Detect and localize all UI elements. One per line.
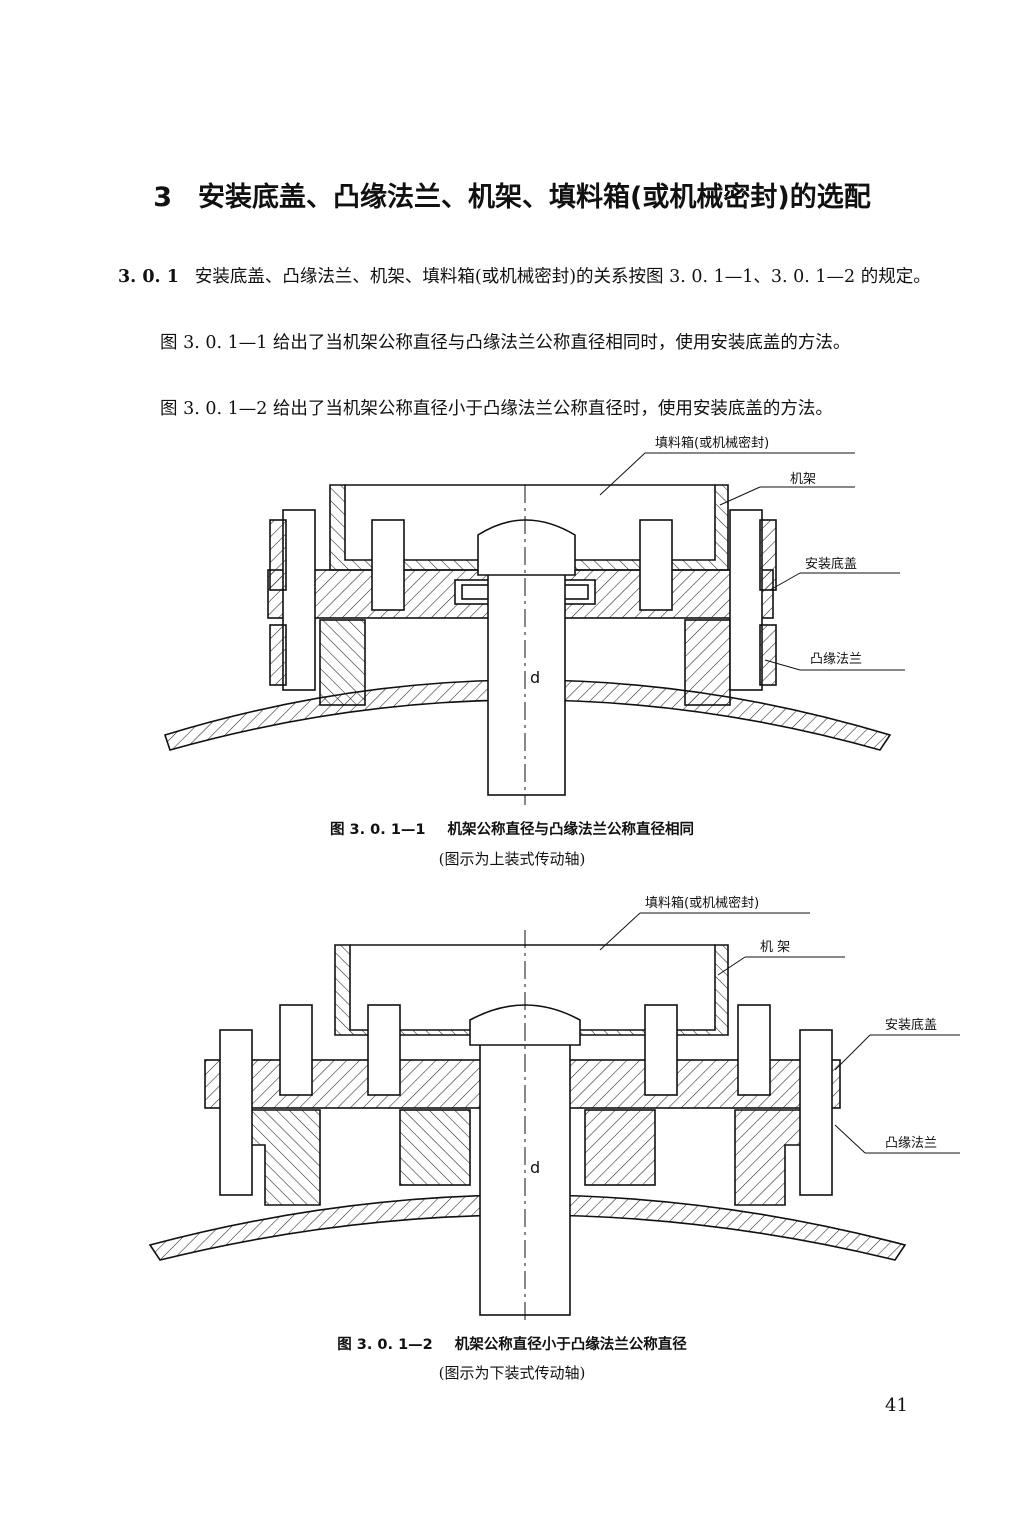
figure-1-drawing: 填料箱(或机械密封) 机架 安装底盖 凸缘法兰 d <box>163 435 905 805</box>
figure-2-caption: 图 3. 0. 1—2 机架公称直径小于凸缘法兰公称直径 <box>0 1333 1024 1354</box>
page-number: 41 <box>885 1395 908 1416</box>
flange-right-2 <box>734 1109 806 1206</box>
figure-1-note: (图示为上装式传动轴) <box>438 850 586 868</box>
clause-paragraph: 3. 0. 1 安装底盖、凸缘法兰、机架、填料箱(或机械密封)的关系按图 3. 0… <box>118 262 938 292</box>
label-base-cover: 安装底盖 <box>805 556 857 572</box>
vessel-head-2 <box>148 1194 907 1261</box>
label-shaft-diameter: d <box>530 668 540 687</box>
section-number: 3 <box>153 182 173 213</box>
label-shaft-diameter-2: d <box>530 1158 540 1177</box>
flange-left-2 <box>244 1109 321 1206</box>
figure-2-number: 图 3. 0. 1—2 <box>337 1337 433 1353</box>
figure-1-caption: 图 3. 0. 1—1 机架公称直径与凸缘法兰公称直径相同 <box>0 818 1024 839</box>
shaft <box>487 534 566 796</box>
label-frame: 机架 <box>790 472 816 487</box>
figure-1-title: 机架公称直径与凸缘法兰公称直径相同 <box>447 822 695 838</box>
flange-right <box>684 619 731 706</box>
label-frame-2: 机 架 <box>760 940 790 955</box>
bolt-group-2 <box>219 1004 833 1196</box>
clause-number: 3. 0. 1 <box>118 267 179 287</box>
figure-2-title: 机架公称直径小于凸缘法兰公称直径 <box>454 1337 687 1353</box>
bolt-group <box>269 509 777 691</box>
figure-2-drawing: 填料箱(或机械密封) 机 架 安装底盖 凸缘法兰 d <box>148 895 960 1325</box>
section-title: 安装底盖、凸缘法兰、机架、填料箱(或机械密封)的选配 <box>198 182 871 213</box>
label-stuffing-box-2: 填料箱(或机械密封) <box>645 895 759 911</box>
label-stuffing-box: 填料箱(或机械密封) <box>655 435 769 451</box>
section-heading: 3 安装底盖、凸缘法兰、机架、填料箱(或机械密封)的选配 <box>0 175 1024 214</box>
paragraph-figure-2-description: 图 3. 0. 1—2 给出了当机架公称直径小于凸缘法兰公称直径时，使用安装底盖… <box>160 399 833 419</box>
paragraph-figure-1-description: 图 3. 0. 1—1 给出了当机架公称直径与凸缘法兰公称直径相同时，使用安装底… <box>160 333 851 353</box>
figure-1-number: 图 3. 0. 1—1 <box>329 822 426 838</box>
label-flange: 凸缘法兰 <box>810 652 862 667</box>
label-flange-2: 凸缘法兰 <box>885 1136 937 1151</box>
clause-text: 安装底盖、凸缘法兰、机架、填料箱(或机械密封)的关系按图 3. 0. 1—1、3… <box>194 267 931 287</box>
figure-2-note: (图示为下装式传动轴) <box>438 1364 586 1382</box>
label-base-cover-2: 安装底盖 <box>885 1017 937 1033</box>
flange-left <box>319 619 366 706</box>
